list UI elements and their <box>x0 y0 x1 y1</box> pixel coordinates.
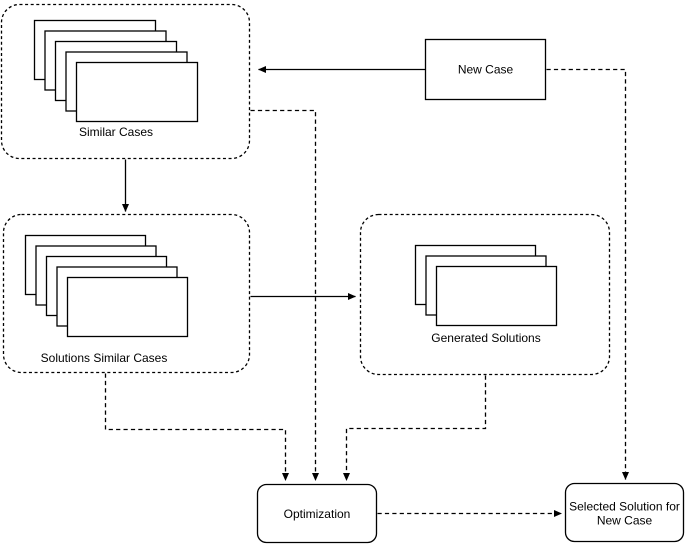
new-case-label: New Case <box>458 63 514 77</box>
stack-card <box>66 276 189 338</box>
new-case-node: New Case <box>424 38 547 101</box>
selected-solution-node: Selected Solution for New Case <box>564 482 685 543</box>
similar-cases-stack <box>33 19 199 123</box>
edge-similarcases-to-optimization <box>250 109 319 481</box>
stack-card <box>435 265 558 327</box>
solutions-similar-cases-container <box>2 213 251 374</box>
optimization-label: Optimization <box>284 507 351 521</box>
generated-solutions-label: Generated Solutions <box>431 331 540 345</box>
optimization-box <box>256 483 378 544</box>
edge-solutions-to-optimization <box>104 373 289 481</box>
similar-cases-container <box>0 3 251 160</box>
edge-generated-to-optimization <box>343 375 487 481</box>
new-case-box <box>424 38 547 101</box>
stack-card <box>75 61 199 123</box>
edge-newcase-to-selectedsolution <box>546 68 629 480</box>
selected-solution-box <box>564 482 685 543</box>
selected-solution-label-line1: Selected Solution for <box>569 500 680 514</box>
optimization-node: Optimization <box>256 483 378 544</box>
generated-solutions-stack <box>414 244 558 327</box>
similar-cases-label: Similar Cases <box>79 125 153 139</box>
selected-solution-label-line2: New Case <box>597 514 653 528</box>
solutions-similar-cases-stack <box>24 234 189 338</box>
solutions-similar-cases-label: Solutions Similar Cases <box>41 351 168 365</box>
generated-solutions-container <box>359 213 611 376</box>
